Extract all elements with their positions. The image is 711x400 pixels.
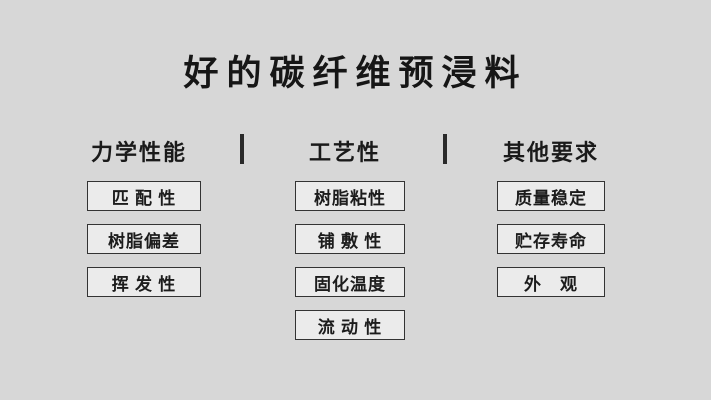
column-header-processability: 工艺性 bbox=[308, 140, 382, 165]
column-header-other-requirements: 其他要求 bbox=[502, 140, 600, 165]
box-appearance: 外 观 bbox=[497, 267, 605, 297]
box-quality-stability: 质量稳定 bbox=[497, 181, 605, 211]
page-title: 好的碳纤维预浸料 bbox=[183, 54, 528, 93]
box-appearance-label: 外 观 bbox=[524, 274, 578, 294]
box-storage-life: 贮存寿命 bbox=[497, 224, 605, 254]
box-volatility: 挥 发 性 bbox=[87, 267, 201, 297]
box-resin-tack: 树脂粘性 bbox=[295, 181, 405, 211]
column-processability: 树脂粘性 铺 敷 性 固化温度 流 动 性 bbox=[295, 181, 405, 340]
box-resin-deviation-label: 树脂偏差 bbox=[108, 231, 180, 251]
box-matching-label: 匹 配 性 bbox=[111, 188, 177, 208]
box-drapability-label: 铺 敷 性 bbox=[317, 231, 383, 251]
box-quality-stability-label: 质量稳定 bbox=[515, 188, 587, 208]
column-other-requirements: 质量稳定 贮存寿命 外 观 bbox=[497, 181, 605, 297]
box-cure-temperature-label: 固化温度 bbox=[314, 274, 386, 294]
box-resin-tack-label: 树脂粘性 bbox=[314, 188, 386, 208]
box-cure-temperature: 固化温度 bbox=[295, 267, 405, 297]
box-volatility-label: 挥 发 性 bbox=[111, 274, 177, 294]
column-separator-1 bbox=[240, 134, 244, 164]
column-header-mechanical-properties: 力学性能 bbox=[90, 140, 188, 165]
column-mechanical-properties: 匹 配 性 树脂偏差 挥 发 性 bbox=[87, 181, 201, 297]
box-flowability: 流 动 性 bbox=[295, 310, 405, 340]
box-drapability: 铺 敷 性 bbox=[295, 224, 405, 254]
box-flowability-label: 流 动 性 bbox=[317, 317, 383, 337]
box-resin-deviation: 树脂偏差 bbox=[87, 224, 201, 254]
box-matching: 匹 配 性 bbox=[87, 181, 201, 211]
column-separator-2 bbox=[443, 134, 447, 164]
box-storage-life-label: 贮存寿命 bbox=[515, 231, 587, 251]
